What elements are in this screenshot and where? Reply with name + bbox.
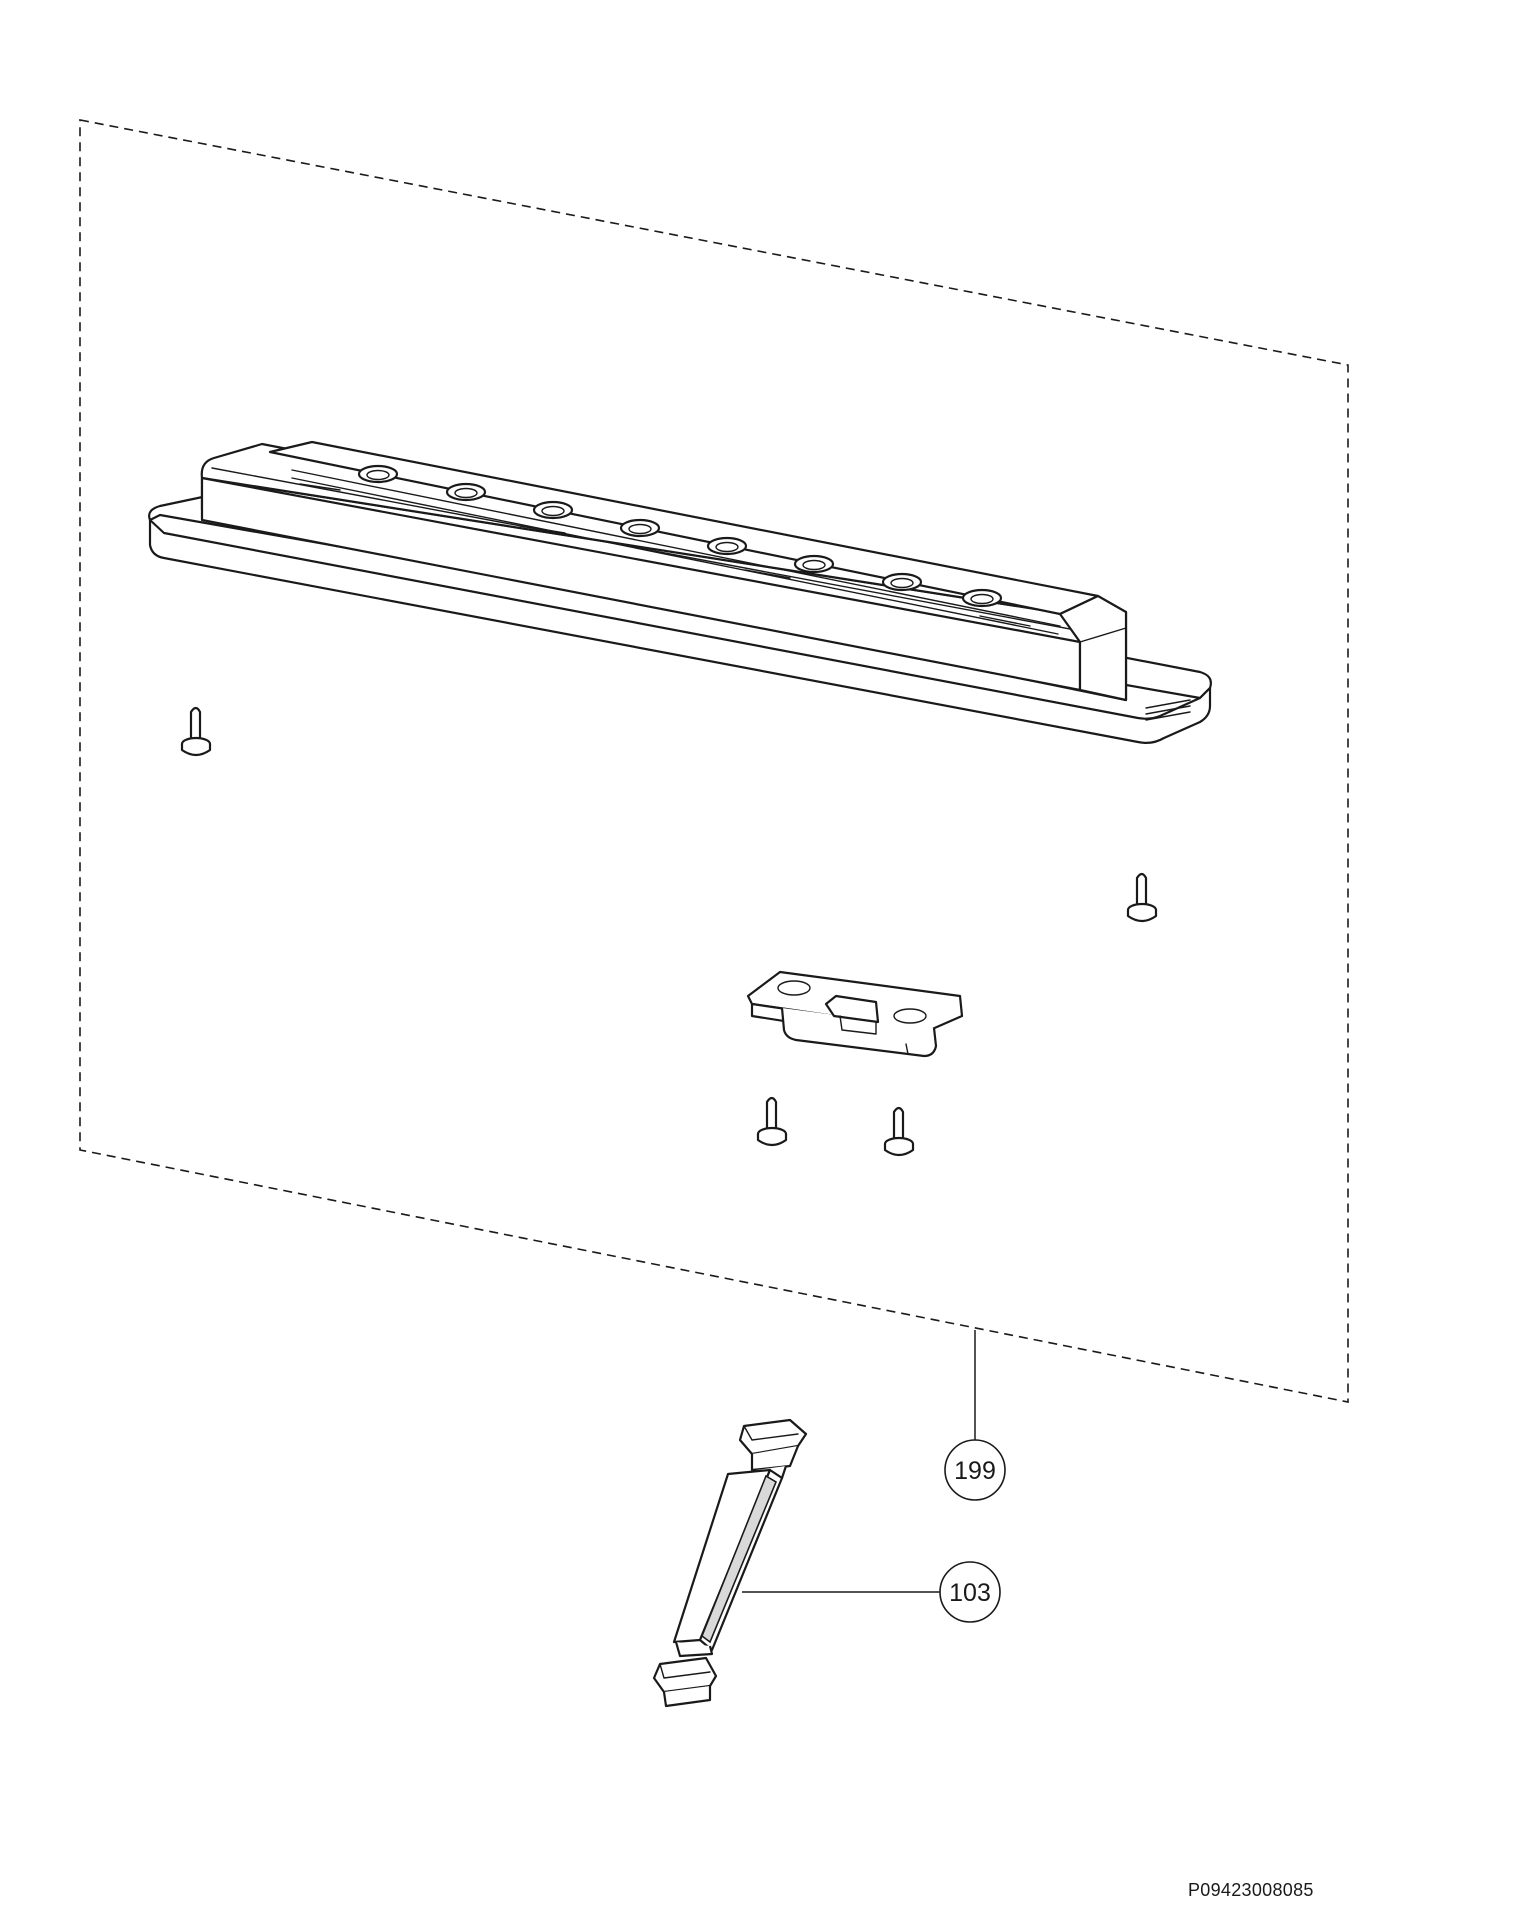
screw-center-left <box>756 1096 788 1147</box>
screw-right <box>1126 872 1158 923</box>
callout-103-circle <box>939 1561 1001 1623</box>
callout-199-label: 199 <box>954 1457 996 1485</box>
document-number: P09423008085 <box>1188 1880 1314 1900</box>
callout-199-circle <box>944 1439 1006 1501</box>
handle-housing <box>148 440 1212 744</box>
screw-center-right <box>883 1106 915 1157</box>
rail-bar <box>652 1418 808 1708</box>
catch-plate <box>746 970 964 1058</box>
callout-103-label: 103 <box>949 1579 991 1607</box>
screw-left <box>180 706 212 757</box>
lid-holes <box>357 464 1003 608</box>
assembly-boundary <box>79 119 1349 1403</box>
